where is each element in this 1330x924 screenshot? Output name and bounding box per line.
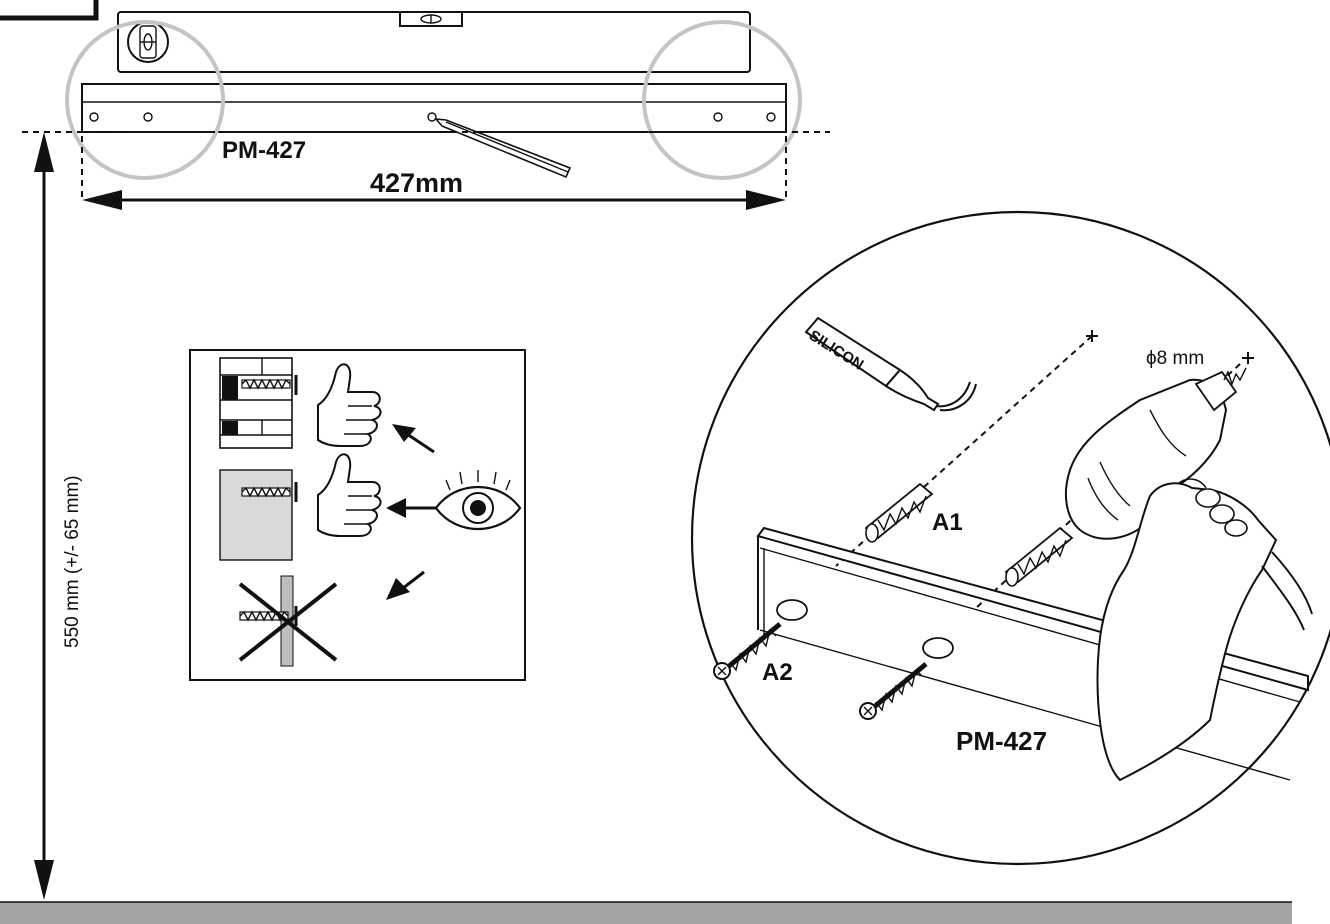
arrow-up-left — [392, 424, 435, 454]
mounting-rail — [81, 83, 787, 133]
corner-frame — [0, 0, 99, 21]
screw-icon — [859, 662, 928, 720]
highlight-circle-right — [642, 20, 802, 180]
pencil-icon — [434, 118, 572, 179]
width-dimension — [81, 136, 787, 210]
screw-icon — [713, 622, 782, 680]
wall-plug-icon — [1004, 526, 1074, 587]
drill-bit-size-label: ϕ8 mm — [1146, 348, 1204, 369]
brick-wall-icon — [219, 357, 298, 449]
thumbs-up-icon — [317, 363, 382, 447]
wall-plug-icon — [864, 482, 934, 543]
solid-wall-icon — [219, 469, 298, 561]
wall-type-panel — [189, 349, 526, 681]
eye-icon — [434, 470, 522, 530]
wall-plug-label: A1 — [932, 509, 963, 536]
arrow-down-left — [386, 570, 425, 600]
arrow-left — [386, 498, 440, 518]
rail-model-top: PM-427 — [222, 137, 306, 164]
highlight-circle-left — [65, 20, 225, 180]
thumbs-up-icon — [317, 453, 382, 537]
width-dimension-label: 427mm — [370, 168, 463, 198]
silicone-tube-icon — [804, 316, 977, 412]
screw-label: A2 — [762, 659, 793, 686]
cross-mark-icon — [238, 582, 338, 662]
drill-icon — [1064, 367, 1247, 540]
spirit-level-icon — [117, 11, 751, 73]
height-dimension-label: 550 mm (+/- 65 mm) — [62, 475, 83, 648]
hand-icon — [1096, 478, 1313, 782]
rail-model-detail: PM-427 — [956, 726, 1047, 756]
height-dimension — [34, 132, 54, 900]
floor-bar — [0, 901, 1292, 924]
